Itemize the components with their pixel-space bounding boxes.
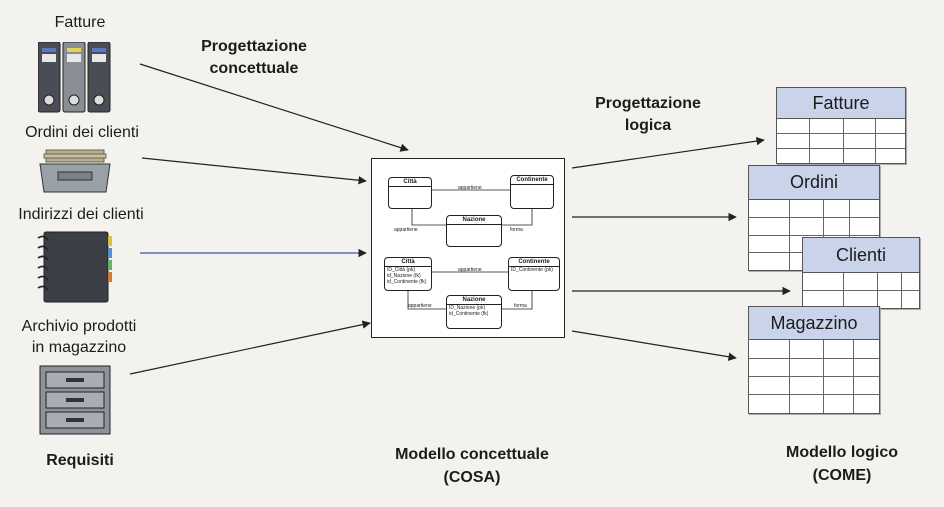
entity-title: Continente: [509, 258, 559, 267]
label-archivio-1: Archivio prodotti: [21, 318, 137, 335]
label-fatture: Fatture: [54, 14, 106, 31]
table-grid: [749, 340, 879, 413]
tray-icon: [39, 149, 111, 193]
model-concettuale-2: (COSA): [443, 469, 501, 486]
rel-label: appartiene: [458, 185, 482, 191]
entity-attr: id_Nazione (fk): [387, 273, 421, 279]
arrow-to-fatture: [571, 136, 765, 169]
rel-label: forma: [510, 227, 523, 233]
entity-title: Nazione: [447, 216, 501, 225]
table-title: Clienti: [803, 238, 919, 273]
entity-attr: id_Continente (fk): [449, 311, 489, 317]
entity-continente-bottom: Continente ID_Continente (pk): [508, 257, 560, 291]
arrow-requisiti: [129, 320, 371, 375]
table-fatture: Fatture: [776, 87, 906, 164]
phase-logica-2: logica: [624, 117, 672, 134]
table-title: Ordini: [749, 166, 879, 200]
phase-logica-1: Progettazione: [595, 95, 701, 112]
binder-icon: [38, 42, 111, 113]
label-archivio-2: in magazzino: [31, 339, 127, 356]
entity-nazione-top: Nazione: [446, 215, 502, 247]
entity-continente-top: Continente: [510, 175, 554, 209]
entity-title: Città: [389, 178, 431, 187]
entity-title: Città: [385, 258, 431, 267]
entity-nazione-bottom: Nazione ID_Nazione (pk) id_Continente (f…: [446, 295, 502, 329]
entity-title: Continente: [511, 176, 553, 185]
label-requisiti: Requisiti: [46, 452, 114, 469]
entity-attr: ID_Nazione (pk): [449, 305, 486, 311]
table-title: Magazzino: [749, 307, 879, 340]
entity-citta-bottom: Città ID_Città (pk) id_Nazione (fk) id_C…: [384, 257, 432, 291]
table-grid: [803, 273, 919, 308]
model-logico-1: Modello logico: [786, 444, 898, 461]
table-clienti: Clienti: [802, 237, 920, 309]
rel-label: forma: [514, 303, 527, 309]
phase-concettuale-1: Progettazione: [201, 38, 307, 55]
model-concettuale-1: Modello concettuale: [395, 446, 549, 463]
entity-attr: id_Continente (fk): [387, 279, 427, 285]
er-diagram: Città Continente Nazione appartiene appa…: [371, 158, 565, 338]
address-book-icon: [37, 231, 112, 303]
entity-attr: ID_Città (pk): [387, 267, 416, 273]
filing-cabinet-icon: [39, 365, 111, 435]
arrow-to-magazzino: [571, 330, 737, 361]
er-connectors: [407, 189, 533, 310]
model-logico-2: (COME): [812, 467, 872, 484]
arrow-ordini: [141, 157, 367, 185]
table-title: Fatture: [777, 88, 905, 119]
entity-attr: ID_Continente (pk): [511, 267, 553, 273]
label-indirizzi: Indirizzi dei clienti: [18, 206, 144, 223]
rel-label: appartiene: [394, 227, 418, 233]
entity-citta-top: Città: [388, 177, 432, 209]
rel-label: appartiene: [458, 267, 482, 273]
table-grid: [777, 119, 905, 163]
rel-label: appartiene: [408, 303, 432, 309]
table-magazzino: Magazzino: [748, 306, 880, 414]
label-ordini: Ordini dei clienti: [25, 124, 139, 141]
phase-concettuale-2: concettuale: [209, 60, 299, 77]
entity-title: Nazione: [447, 296, 501, 305]
arrow-fatture: [139, 63, 409, 152]
